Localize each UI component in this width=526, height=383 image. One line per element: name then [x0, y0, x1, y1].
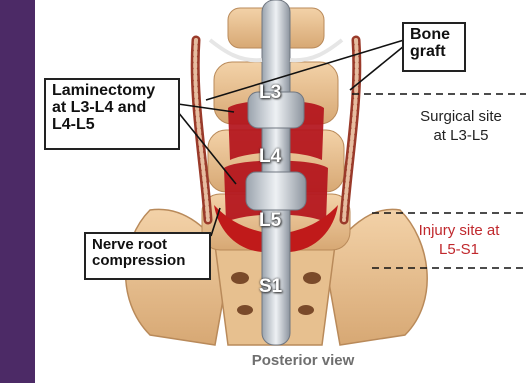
sacral-foramen — [231, 272, 249, 284]
injury-site-label: Injury site at L5-S1 — [392, 222, 526, 260]
figure-caption: Posterior view — [218, 352, 388, 369]
vertebra-label-l5: L5 — [259, 210, 281, 232]
dura-window-l4 — [246, 172, 306, 210]
surgical-site-label: Surgical site at L3-L5 — [396, 108, 526, 146]
callout-nerve-root: Nerve root compression — [84, 232, 211, 280]
vertebra-label-l3: L3 — [259, 82, 281, 104]
sacral-foramen — [298, 305, 314, 315]
vertebra-label-l4: L4 — [259, 146, 281, 168]
vertebra-label-s1: S1 — [259, 276, 282, 298]
sacral-foramen — [303, 272, 321, 284]
sacral-foramen — [237, 305, 253, 315]
callout-laminectomy: Laminectomy at L3-L4 and L4-L5 — [44, 78, 180, 150]
callout-bone-graft: Bone graft — [402, 22, 466, 72]
